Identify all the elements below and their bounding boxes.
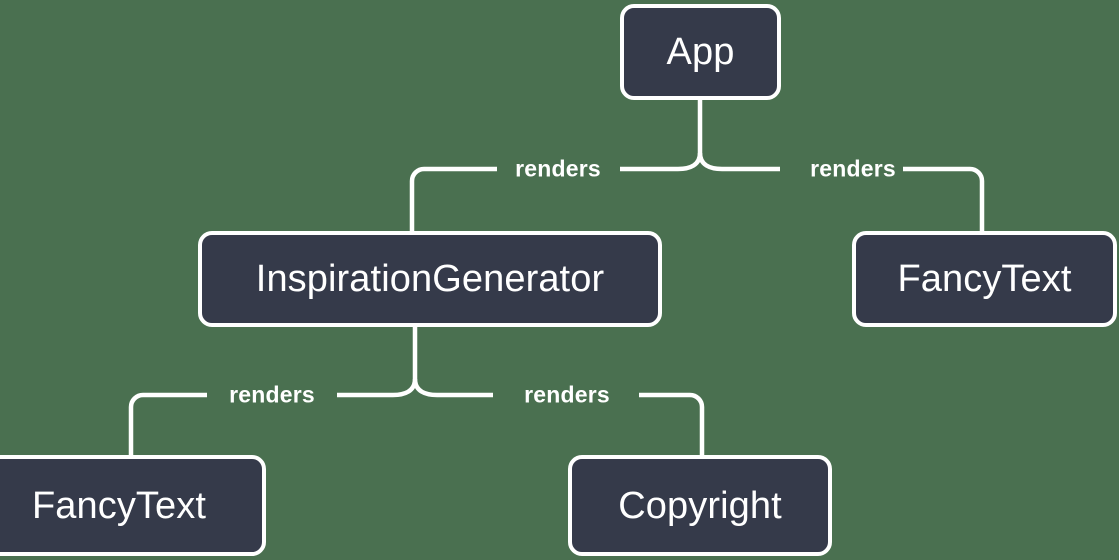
edge-app-junction-left [620, 152, 703, 172]
edge-label-inspiration-to-fancytext: renders [229, 381, 315, 408]
node-copyright-label: Copyright [618, 484, 782, 527]
node-copyright[interactable]: Copyright [568, 455, 832, 556]
edge-label-inspiration-to-copyright: renders [524, 381, 610, 408]
edge-inspiration-to-fancytext-run [128, 392, 207, 455]
node-inspiration-generator-label: InspirationGenerator [255, 258, 605, 300]
node-app[interactable]: App [620, 4, 781, 100]
node-inspiration-generator[interactable]: InspirationGenerator [198, 231, 662, 327]
edge-label-app-to-inspiration: renders [515, 155, 601, 182]
edge-app-junction-right [697, 152, 780, 172]
edge-app-to-inspiration-run [409, 166, 497, 231]
node-app-label: App [666, 31, 735, 73]
edge-label-app-to-fancytext: renders [810, 155, 896, 182]
node-fancy-text-right[interactable]: FancyText [852, 231, 1117, 327]
edge-inspiration-junction-left [337, 378, 418, 398]
node-fancy-text-bottom-left-label: FancyText [31, 484, 207, 527]
edge-inspiration-to-copyright-run [639, 392, 705, 455]
node-fancy-text-bottom-left[interactable]: FancyText [0, 455, 266, 556]
node-fancy-text-right-label: FancyText [897, 258, 1072, 300]
edge-inspiration-junction-right [412, 378, 493, 398]
edge-app-to-fancytext-run [903, 166, 985, 231]
